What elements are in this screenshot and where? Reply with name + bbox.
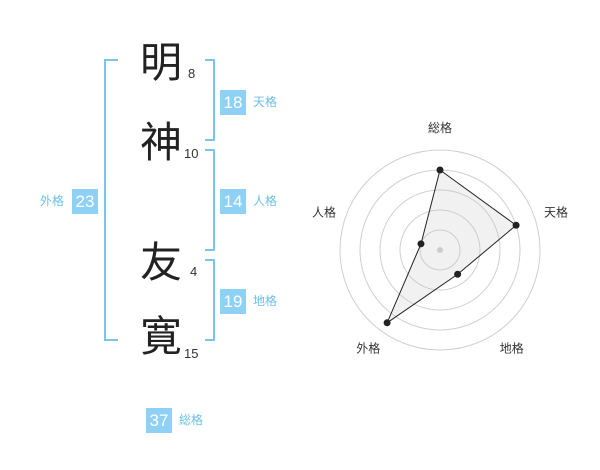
tenkaku-label: 天格 <box>253 95 278 109</box>
stroke-count-3: 4 <box>190 264 198 279</box>
stroke-count-1: 8 <box>188 66 196 81</box>
soukaku-value: 37 <box>146 408 172 433</box>
gaikaku-label: 外格 <box>40 194 65 208</box>
gaikaku-value: 23 <box>72 189 98 214</box>
radar-axis-label-2: 天格 <box>544 204 568 219</box>
soukaku-label: 総格 <box>179 413 204 427</box>
chikaku-value: 19 <box>220 289 246 314</box>
radar-point-1 <box>436 166 444 174</box>
gaikaku-bracket <box>104 59 118 341</box>
name-char-2: 神 <box>140 118 183 167</box>
jinkaku-label: 人格 <box>253 194 278 208</box>
radar-axis-label-4: 外格 <box>356 341 380 356</box>
name-char-3: 友 <box>140 238 183 287</box>
radar-point-2 <box>512 221 520 229</box>
stroke-count-4: 15 <box>184 346 199 361</box>
stroke-count-2: 10 <box>184 146 199 161</box>
radar-ring <box>419 229 461 271</box>
radar-axis-label-3: 地格 <box>500 341 524 356</box>
radar-ring <box>399 209 481 291</box>
name-char-4: 寛 <box>140 312 183 361</box>
radar-ring <box>339 149 541 351</box>
radar-axis-label-1: 総格 <box>428 120 452 135</box>
radar-center <box>437 247 443 253</box>
jinkaku-value: 14 <box>220 189 246 214</box>
radar-point-5 <box>417 240 425 248</box>
radar-axis-label-5: 人格 <box>312 204 336 219</box>
jinkaku-bracket <box>205 149 215 251</box>
radar-point-4 <box>383 319 391 327</box>
chikaku-label: 地格 <box>253 294 278 308</box>
tenkaku-bracket <box>205 59 215 141</box>
chikaku-bracket <box>205 259 215 341</box>
name-char-1: 明 <box>140 38 183 87</box>
radar-polygon <box>385 169 517 325</box>
radar-ring <box>379 189 501 311</box>
radar-point-3 <box>454 270 462 278</box>
tenkaku-value: 18 <box>220 90 246 115</box>
